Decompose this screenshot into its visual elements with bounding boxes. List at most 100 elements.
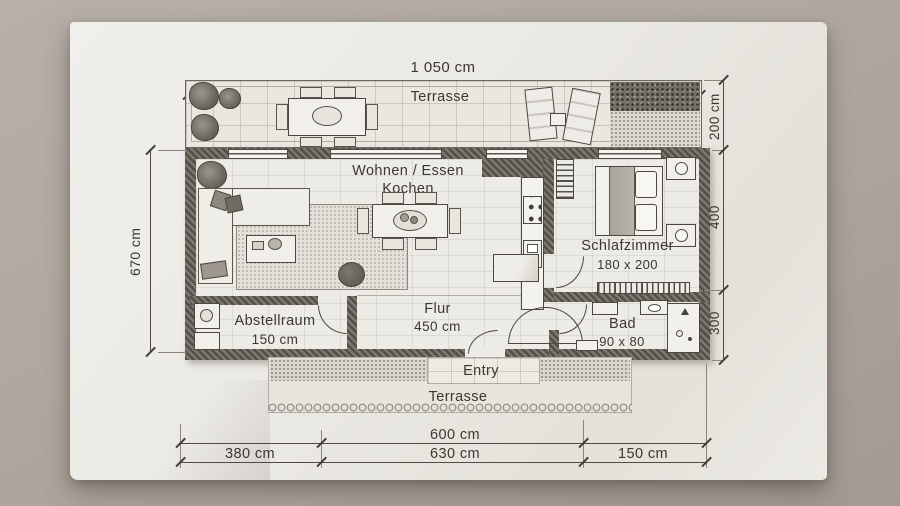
kitchen-island (493, 254, 539, 282)
terrace-chair (300, 137, 322, 147)
dim-label-bottom-mid: 630 cm (430, 446, 480, 462)
paper-fold-shadow (70, 380, 270, 480)
terrace-chair (300, 87, 322, 98)
wall-bedroom-bath (554, 292, 710, 302)
table-centerpiece-icon (312, 106, 342, 126)
window-icon (330, 148, 442, 159)
hall-floor-edge (357, 294, 543, 296)
ext-line (158, 352, 186, 353)
dining-chair (382, 192, 404, 204)
ext-line (321, 430, 322, 468)
bed (595, 166, 663, 236)
dining-chair (415, 192, 437, 204)
room-label-storage: Abstellraum (234, 313, 316, 329)
window-icon (228, 148, 288, 159)
nightstand (666, 157, 696, 180)
lamp-icon (675, 162, 688, 175)
wardrobe-icon (556, 159, 574, 199)
entry-opening (465, 349, 505, 360)
dim-label-bottom-total: 600 cm (430, 427, 480, 443)
potted-plant-icon (191, 114, 219, 141)
dim-label-bottom-left: 380 cm (225, 446, 275, 462)
dim-label-right-top: 200 cm (707, 93, 722, 141)
window-icon (598, 148, 662, 159)
dining-chair (449, 208, 461, 234)
washer-drum-icon (200, 309, 213, 322)
dim-label-right-bottom: 300 (707, 311, 722, 335)
dining-food-icon (410, 216, 418, 224)
entry-door-base (508, 343, 583, 345)
gravel-strip (270, 359, 427, 381)
dining-chair (382, 238, 404, 250)
closet-sliding-icon (597, 282, 690, 294)
room-label-bedroom: Schlafzimmer (581, 238, 674, 254)
drain-icon (676, 330, 683, 337)
dim-label-bottom-right: 150 cm (618, 446, 668, 462)
room-label-bath: Bad (609, 316, 636, 332)
dining-chair (415, 238, 437, 250)
coffee-table-book-icon (252, 241, 264, 250)
washing-machine-icon (194, 303, 220, 329)
ext-line (706, 364, 707, 468)
cooktop-icon (523, 196, 542, 224)
potted-plant-icon (219, 88, 241, 109)
ext-line (158, 150, 186, 151)
entry-pad (427, 357, 540, 384)
shower-person-icon (681, 308, 689, 315)
ext-line (712, 150, 723, 151)
wall-living-storage (190, 296, 318, 305)
pillow-icon (635, 171, 657, 198)
lamp-icon (675, 229, 688, 242)
dim-label-left-height: 670 cm (127, 227, 143, 277)
terrace-chair (276, 104, 288, 130)
wall-storage-hall (347, 296, 357, 360)
room-label-living-1: Wohnen / Essen (352, 163, 464, 179)
dim-label-right-mid: 400 (707, 205, 722, 229)
terrace-chair (366, 104, 378, 130)
cobble-edge (268, 403, 632, 413)
potted-plant-icon (197, 161, 227, 189)
dining-food-icon (400, 213, 409, 222)
sofa-cushion-icon (224, 194, 244, 214)
potted-plant-icon (189, 82, 219, 110)
toilet-icon (576, 340, 598, 351)
side-table-icon (550, 113, 566, 126)
bath-vanity (640, 300, 668, 315)
bed-blanket-icon (609, 167, 635, 235)
storage-cabinet (194, 332, 220, 350)
ext-line (712, 360, 723, 361)
wall-stub (543, 288, 554, 302)
ext-line (180, 424, 181, 468)
ext-line (704, 290, 723, 291)
shower-tub (667, 303, 700, 353)
dim-line-left (150, 150, 152, 352)
room-size-bedroom: 180 x 200 (597, 257, 658, 272)
drain-dot-icon (688, 337, 692, 341)
dim-line-right (723, 80, 725, 360)
gravel-patch (610, 111, 700, 146)
dining-chair (357, 208, 369, 234)
room-label-hall: Flur (424, 301, 451, 317)
dim-line-bottom-2 (180, 462, 706, 464)
room-label-living-2: Kochen (382, 181, 434, 197)
room-size-hall: 450 cm (414, 319, 461, 334)
kitchen-wall-jog (482, 159, 543, 177)
sink-basin-icon (527, 244, 538, 253)
dim-label-total-width: 1 050 cm (410, 59, 476, 76)
pillow-icon (635, 204, 657, 231)
terrace-chair (334, 137, 356, 147)
room-label-terrace-top: Terrasse (410, 89, 470, 105)
wall-hall-bath (549, 330, 559, 360)
gravel-strip (540, 359, 630, 381)
hedge-patch (610, 82, 700, 111)
room-size-bath: 90 x 80 (599, 334, 645, 349)
wall-kitchen-bedroom (543, 159, 554, 254)
room-label-terrace-bottom: Terrasse (428, 389, 488, 405)
basin-icon (648, 304, 661, 312)
nightstand (666, 224, 696, 247)
label-entry: Entry (463, 363, 499, 379)
coffee-table-plant-icon (268, 238, 282, 250)
window-icon (486, 148, 528, 159)
terrace-chair (334, 87, 356, 98)
bath-cabinet (592, 302, 618, 315)
